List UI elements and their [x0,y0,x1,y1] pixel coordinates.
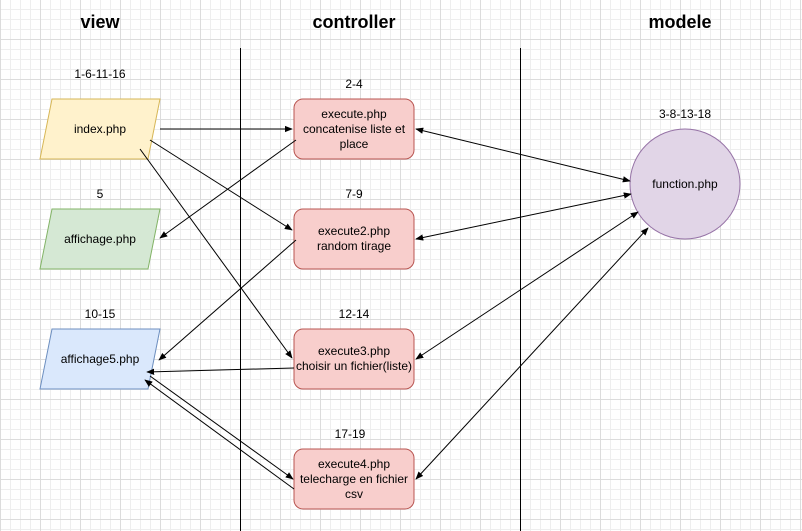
edge-index-to-execute2 [149,139,293,231]
execute-php-node[interactable] [293,98,415,160]
execute2-php-label: execute2.php random tirage [294,209,414,269]
step-label-execute3: 12-14 [338,307,370,321]
index-php-label: index.php [73,121,127,136]
execute4-php-line1: execute4.php [317,456,391,471]
execute2-php-node[interactable] [293,208,415,270]
edge-execute4-function [415,227,649,480]
execute-php-label: execute.php concatenise liste et place [294,99,414,159]
column-title-view: view [80,12,120,32]
execute3-php-line1: execute3.php [317,344,391,358]
execute4-php-line3: csv [345,486,363,501]
edge-execute2-to-affichage5 [158,239,297,361]
edge-execute-to-affichage [159,139,297,239]
edge-execute3-function [415,211,639,360]
edge-execute3-to-affichage5 [146,367,295,376]
execute2-php-line2: random tirage [316,239,392,253]
step-label-affichage5: 10-15 [84,307,116,321]
edge-index-to-execute3 [139,148,293,359]
step-label-function: 3-8-13-18 [658,107,712,121]
execute3-php-label: execute3.php choisir un fichier(liste) [294,329,414,389]
affichage-php-label: affichage.php [64,231,136,246]
execute3-php-node[interactable] [293,328,415,390]
affichage-php-node[interactable] [39,208,161,270]
column-title-modele: modele [648,12,712,32]
index-php-node[interactable] [39,98,161,160]
step-label-affichage: 5 [96,187,104,201]
function-php-node[interactable] [629,128,741,240]
edge-execute4-to-affichage5 [144,379,295,490]
edge-affichage5-to-execute4 [149,375,294,480]
edge-execute-function [415,127,631,183]
step-label-execute2: 7-9 [345,187,363,201]
execute4-php-label: execute4.php telecharge en fichier csv [294,449,414,509]
affichage5-php-label: affichage5.php [60,351,140,366]
execute4-php-node[interactable] [293,448,415,510]
function-php-label: function.php [652,176,718,191]
execute4-php-line2: telecharge en fichier [299,471,409,486]
execute2-php-line1: execute2.php [317,224,391,238]
edge-execute2-function [415,192,632,241]
lane-separator-left [240,48,241,531]
step-label-execute: 2-4 [345,77,363,91]
column-title-controller: controller [312,12,396,32]
execute-php-line1: execute.php [321,106,387,121]
affichage5-php-node[interactable] [39,328,161,390]
step-label-index: 1-6-11-16 [74,67,126,81]
execute3-php-line2: choisir un fichier(liste) [295,359,413,373]
execute-php-line2: concatenise liste et [302,121,406,136]
execute-php-line3: place [339,136,369,151]
step-label-execute4: 17-19 [334,427,366,441]
